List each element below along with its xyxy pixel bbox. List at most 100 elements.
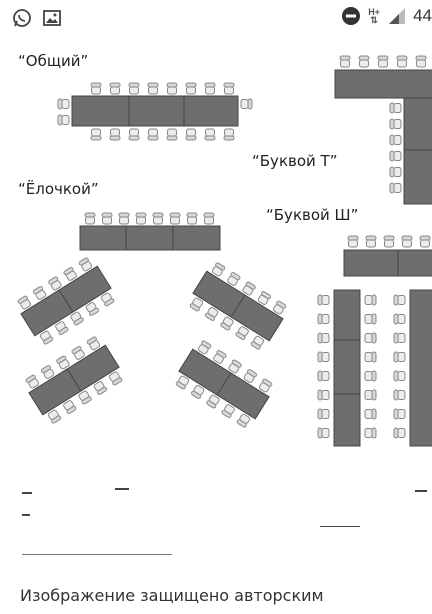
chair-seat [258,382,270,393]
label-herringbone: “Ёлочкой” [18,180,99,198]
chair-seat [167,86,177,95]
chair-seat [129,128,139,137]
chair-seat [397,390,406,400]
chair-seat [58,359,70,370]
chair [197,340,212,355]
chair-seat [129,86,139,95]
table [403,97,432,205]
chair [236,413,251,428]
chair [71,346,85,360]
chair-seat [364,314,373,324]
chair-back [203,212,215,218]
chair [393,294,406,306]
chair-back [90,82,102,88]
chair-seat [364,333,373,343]
chair-back [389,134,395,146]
chair-seat [81,261,93,272]
chair [109,82,121,95]
chair-back [128,82,140,88]
chair-seat [397,409,406,419]
chair-back [371,427,377,439]
chair-seat [170,216,180,225]
chair-seat [197,344,209,355]
chair-back [389,150,395,162]
chair [389,134,402,146]
chair [240,98,253,110]
chair-seat [136,216,146,225]
chair-back [358,55,370,61]
chair [227,272,241,286]
chair-seat [167,128,177,137]
chair [242,281,256,296]
chair-seat [321,314,330,324]
chair-seat [420,239,430,248]
chair [100,292,115,307]
chair-back [393,370,399,382]
chair-seat [242,285,254,296]
chair-seat [85,216,95,225]
chair-seat [110,86,120,95]
chair-seat [239,413,251,424]
chair [257,291,272,305]
chair-back [186,212,198,218]
seating-layouts-image: “Общий” “Буквой Т” “Ёлочкой” “Буквой Ш” [0,34,432,464]
chair-seat [393,167,402,177]
chair-back [317,408,323,420]
chair [364,313,377,325]
chair [90,82,102,95]
chair-back [389,182,395,194]
chair-back [371,408,377,420]
chair-back [247,98,253,110]
chair-seat [55,321,66,332]
chair [57,98,70,110]
chair-seat [224,404,235,415]
chair [85,302,100,316]
chair-seat [227,275,238,286]
chair [17,295,32,310]
chair-seat [397,371,406,381]
chair-back [147,135,159,141]
chair [317,294,330,306]
chair-seat [35,289,47,300]
chair [57,114,70,126]
chair [86,336,101,351]
chair-back [223,82,235,88]
chair-seat [205,86,215,95]
chair [364,351,377,363]
chair-seat [243,372,255,383]
chair [90,128,102,141]
chair [39,330,54,345]
chair-seat [148,86,158,95]
chair-seat [93,381,105,392]
chair [78,390,92,405]
chair [206,394,220,409]
chair-back [147,82,159,88]
chair [93,381,108,395]
chair-back [317,313,323,325]
chair [211,262,226,277]
chair-back [135,212,147,218]
chair-seat [359,59,369,68]
chair-back [393,332,399,344]
chair [347,235,359,248]
chair-seat [207,307,219,318]
chair-back [90,135,102,141]
chair-back [185,82,197,88]
chair-seat [393,151,402,161]
chair [152,212,164,225]
chair [393,389,406,401]
chair-back [371,294,377,306]
chair [235,326,249,340]
chair-back [415,55,427,61]
chair-back [389,166,395,178]
chair-seat [364,428,373,438]
chair-back [389,118,395,130]
chair [166,128,178,141]
chair-seat [416,59,426,68]
chair-seat [39,330,51,341]
chair [358,55,370,68]
chair [32,286,47,300]
chair [186,212,198,225]
chair [228,359,242,374]
chair [389,182,402,194]
